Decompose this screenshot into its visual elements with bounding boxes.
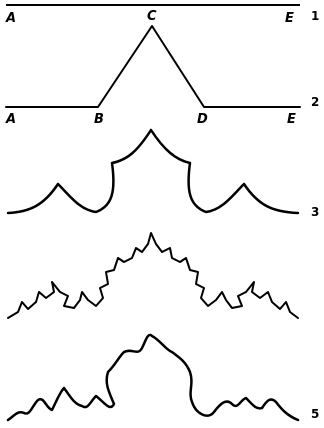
- stage-4: [7, 232, 299, 319]
- stage-5-number: 5: [311, 407, 319, 421]
- stage-4-curve: [7, 232, 299, 319]
- stage-1-number: 1: [311, 9, 319, 23]
- stage-3: 3: [6, 128, 319, 219]
- stage-2-label-b: B: [94, 112, 104, 127]
- stage-1: A C E 1: [5, 4, 319, 26]
- stage-2-label-e: E: [287, 112, 296, 127]
- stage-1-label-e: E: [285, 11, 294, 26]
- stage-2-number: 2: [311, 95, 319, 109]
- stage-2: A B D E 2: [5, 25, 319, 127]
- stage-1-label-c: C: [147, 9, 157, 24]
- stage-1-label-a: A: [5, 11, 16, 26]
- stage-5: 5: [6, 333, 319, 422]
- stage-2-label-d: D: [197, 112, 208, 127]
- stage-2-curve: [5, 25, 301, 108]
- stage-3-curve: [6, 128, 300, 215]
- stage-3-number: 3: [311, 205, 319, 219]
- stage-5-curve: [6, 333, 300, 422]
- stage-2-label-a: A: [5, 112, 16, 127]
